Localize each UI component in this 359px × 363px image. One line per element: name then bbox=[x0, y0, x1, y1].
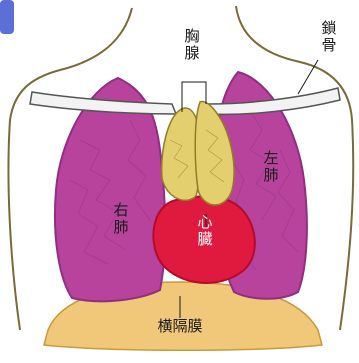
thymus-label: 胸 腺 bbox=[183, 28, 201, 62]
right-lung-label: 右 肺 bbox=[112, 202, 130, 236]
thymus-left-lobe bbox=[162, 108, 200, 200]
heart-label: 心 臓 bbox=[196, 214, 214, 248]
left-lung-label: 左 肺 bbox=[262, 150, 280, 184]
clavicle-label: 鎖 骨 bbox=[320, 20, 338, 54]
diaphragm-label: 横隔膜 bbox=[140, 318, 220, 335]
corner-badge-icon bbox=[0, 0, 14, 34]
